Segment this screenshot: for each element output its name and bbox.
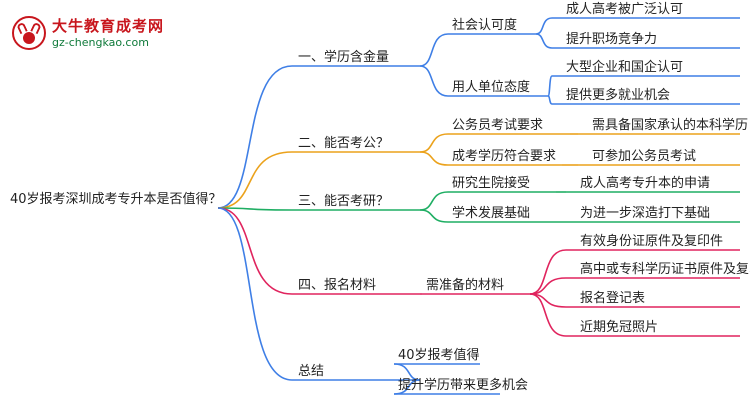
subtopic[interactable]: 提升学历带来更多机会: [398, 377, 528, 393]
leaf-topic[interactable]: 需具备国家承认的本科学历: [592, 117, 748, 133]
branch-topic[interactable]: 二、能否考公？: [298, 136, 389, 151]
leaf-topic[interactable]: 可参加公务员考试: [592, 148, 696, 164]
bull-logo-icon: [12, 16, 46, 50]
subtopic-connector: [419, 65, 449, 97]
subtopic[interactable]: 40岁报考值得: [398, 347, 480, 363]
subtopic[interactable]: 学术发展基础: [452, 205, 530, 221]
leaf-connector: [529, 293, 567, 337]
leaf-connector: [547, 75, 553, 97]
site-url: gz-chengkao.com: [52, 36, 149, 49]
branch-connector: [217, 65, 293, 209]
leaf-topic[interactable]: 提供更多就业机会: [566, 87, 670, 103]
branch-connector: [217, 151, 293, 209]
leaf-connector: [535, 33, 553, 49]
subtopic[interactable]: 成考学历符合要求: [452, 148, 556, 164]
site-logo[interactable]: 大牛教育成考网 gz-chengkao.com: [12, 14, 182, 54]
leaf-connector: [529, 277, 567, 295]
branch-connector: [217, 207, 293, 295]
leaf-topic[interactable]: 提升职场竞争力: [566, 31, 657, 47]
subtopic-connector: [419, 133, 449, 153]
subtopic[interactable]: 用人单位态度: [452, 79, 530, 95]
leaf-topic[interactable]: 报名登记表: [580, 290, 645, 306]
branch-topic[interactable]: 总结: [298, 364, 324, 379]
subtopic[interactable]: 社会认可度: [452, 17, 517, 33]
branch-connector: [217, 207, 293, 211]
branch-connector: [217, 207, 293, 381]
branch-topic[interactable]: 一、学历含金量: [298, 49, 389, 65]
leaf-topic[interactable]: 大型企业和国企认可: [566, 59, 683, 75]
branch-topic[interactable]: 三、能否考研？: [298, 194, 389, 209]
leaf-topic[interactable]: 成人高考被广泛认可: [566, 1, 683, 17]
leaf-topic[interactable]: 近期免冠照片: [580, 320, 658, 335]
leaf-connector: [547, 95, 553, 105]
site-title: 大牛教育成考网: [52, 17, 165, 35]
root-topic[interactable]: 40岁报考深圳成考专升本是否值得？: [10, 191, 222, 207]
subtopic-connector: [419, 191, 449, 211]
subtopic[interactable]: 研究生院接受: [452, 175, 530, 191]
leaf-topic[interactable]: 为进一步深造打下基础: [580, 206, 710, 221]
subtopic-connector: [419, 151, 449, 166]
leaf-topic[interactable]: 成人高考专升本的申请: [580, 175, 710, 191]
subtopic-connector: [419, 209, 449, 223]
leaf-topic[interactable]: 高中或专科学历证书原件及复印件: [580, 261, 750, 277]
subtopic-connector: [419, 33, 449, 67]
leaf-topic[interactable]: 有效身份证原件及复印件: [580, 233, 723, 249]
subtopic[interactable]: 公务员考试要求: [452, 117, 543, 133]
leaf-connector: [529, 249, 567, 295]
branch-topic[interactable]: 四、报名材料: [298, 277, 376, 293]
leaf-connector: [535, 17, 553, 35]
subtopic[interactable]: 需准备的材料: [426, 277, 504, 293]
